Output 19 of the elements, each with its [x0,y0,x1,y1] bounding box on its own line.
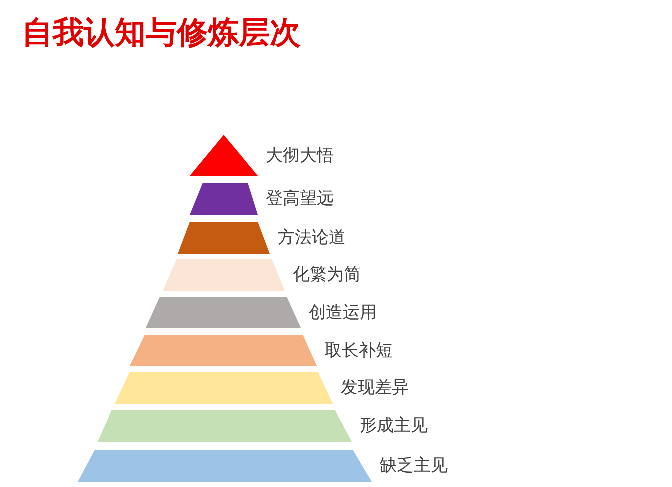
pyramid-layer [178,222,270,254]
layer-label: 登高望远 [266,189,334,209]
layer-label: 创造运用 [309,302,377,322]
layer-label: 方法论道 [278,228,346,248]
pyramid-layer [98,410,352,442]
layer-label: 化繁为简 [293,265,361,285]
pyramid-layer [115,372,333,404]
pyramid-layer [146,297,301,328]
pyramid-layer [78,450,372,482]
layer-label: 发现差异 [341,378,409,398]
pyramid-layer [190,183,258,215]
pyramid-layer [190,135,258,176]
layer-label: 形成主见 [360,416,428,436]
layer-label: 大彻大悟 [266,146,334,166]
layer-label: 取长补短 [325,340,393,360]
layer-label: 缺乏主见 [380,456,448,476]
pyramid-layer [130,335,317,366]
pyramid-layer [163,259,285,291]
title: 自我认知与修炼层次 [22,14,301,53]
